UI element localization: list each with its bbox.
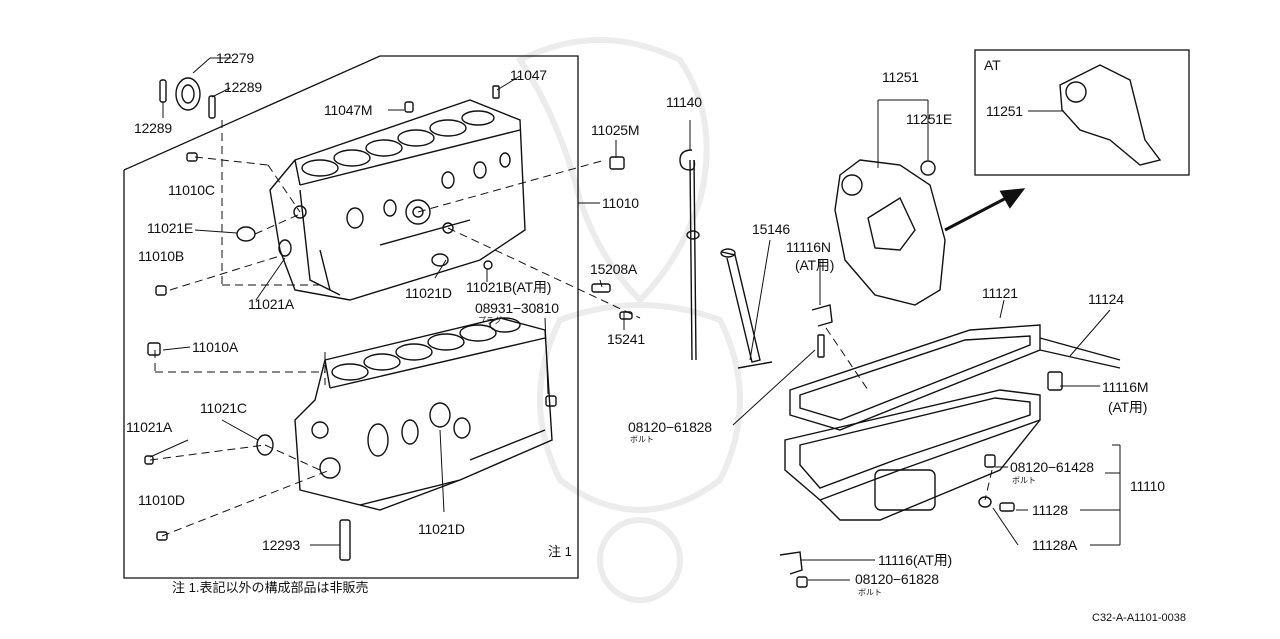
label-11021a-bottom: 11021A bbox=[126, 419, 173, 435]
footnote: 注 1.表記以外の構成部品は非販売 bbox=[172, 580, 369, 595]
label-15208a: 15208A bbox=[590, 261, 638, 277]
inset-title: AT bbox=[984, 57, 1001, 73]
label-11116m-at: (AT用) bbox=[1108, 399, 1148, 415]
label-11047: 11047 bbox=[510, 67, 547, 83]
label-12279: 12279 bbox=[216, 50, 254, 66]
label-11010: 11010 bbox=[602, 195, 639, 211]
label-11010c: 11010C bbox=[168, 182, 215, 198]
label-11128: 11128 bbox=[1032, 502, 1068, 518]
label-11251e: 11251E bbox=[906, 111, 953, 127]
at-inset-box bbox=[974, 49, 1190, 176]
label-08931-30810: 08931−30810 bbox=[475, 300, 559, 316]
watermark-emblem bbox=[515, 37, 743, 603]
label-11251: 11251 bbox=[882, 69, 919, 85]
sublabel-plug: プラグ bbox=[478, 316, 502, 325]
cylinder-block-upper bbox=[269, 99, 526, 301]
rear-plate bbox=[834, 64, 1162, 306]
diagram-code: C32-A-A1101-0038 bbox=[1092, 612, 1186, 624]
label-15241: 15241 bbox=[607, 331, 645, 347]
label-08120-61428: 08120−61428 bbox=[1010, 459, 1094, 475]
label-11116m: 11116M bbox=[1102, 379, 1149, 395]
label-11128a: 11128A bbox=[1032, 537, 1077, 553]
label-11140: 11140 bbox=[666, 94, 702, 110]
label-08120-61828-mid: 08120−61828 bbox=[628, 419, 712, 435]
label-11047m: 11047M bbox=[324, 102, 373, 118]
small-parts-left bbox=[144, 77, 633, 561]
cylinder-block-lower bbox=[294, 317, 553, 511]
label-12293: 12293 bbox=[262, 537, 300, 553]
oil-pan-assembly bbox=[779, 324, 1121, 588]
label-11021d-top: 11021D bbox=[405, 285, 452, 301]
label-11116n: 11116N bbox=[786, 239, 831, 255]
label-11021c: 11021C bbox=[200, 400, 247, 416]
label-11121: 11121 bbox=[982, 285, 1018, 301]
label-12289-right: 12289 bbox=[224, 79, 262, 95]
label-11116: 11116(AT用) bbox=[878, 552, 952, 568]
note-marker: 注 1 bbox=[548, 544, 572, 559]
label-11251-at: 11251 bbox=[986, 103, 1023, 119]
label-11010b: 11010B bbox=[138, 248, 185, 264]
label-11010a: 11010A bbox=[192, 339, 239, 355]
label-11021b: 11021B(AT用) bbox=[466, 279, 552, 295]
inset-arrow bbox=[944, 188, 1026, 232]
label-11110: 11110 bbox=[1130, 478, 1165, 494]
label-11116n-at: (AT用) bbox=[795, 257, 835, 273]
dipstick-parts bbox=[679, 149, 833, 369]
label-12289-left: 12289 bbox=[134, 120, 172, 136]
sublabel-bolt-right: ボルト bbox=[1012, 476, 1036, 485]
block-assembly-frame bbox=[123, 55, 579, 579]
label-08120-61828-bottom: 08120−61828 bbox=[855, 571, 939, 587]
dashed-leaders bbox=[149, 120, 993, 537]
label-11021d-bottom: 11021D bbox=[418, 521, 465, 537]
solid-leaders bbox=[149, 57, 1121, 581]
sublabel-bolt-bottom: ボルト bbox=[858, 588, 882, 597]
label-11021a-top: 11021A bbox=[248, 296, 295, 312]
label-11021e: 11021E bbox=[147, 220, 194, 236]
label-11124: 11124 bbox=[1088, 291, 1124, 307]
sublabel-bolt-mid: ボルト bbox=[630, 435, 654, 444]
label-11025m: 11025M bbox=[591, 122, 640, 138]
label-11010d: 11010D bbox=[138, 492, 185, 508]
label-15146: 15146 bbox=[752, 221, 790, 237]
